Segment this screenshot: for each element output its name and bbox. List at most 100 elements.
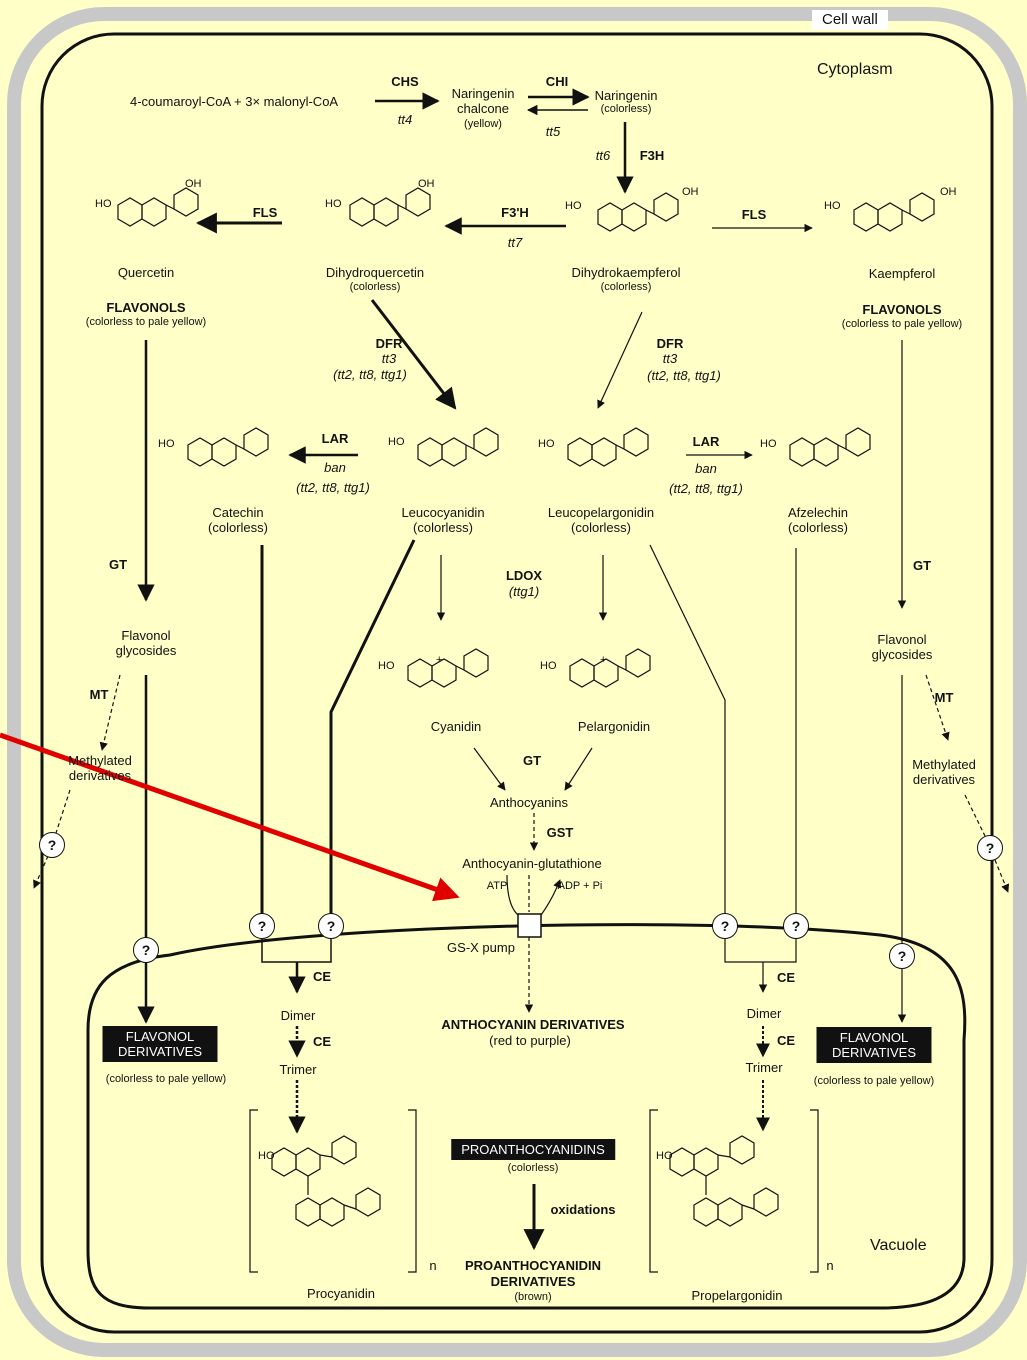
cell-wall [7, 7, 1027, 1357]
ldox-enzyme: LDOX [505, 568, 543, 583]
anthocyanin-derivatives-color: (red to purple) [489, 1033, 571, 1048]
catechin: Catechin [212, 505, 264, 520]
vacuole-label: Vacuole [870, 1237, 927, 1254]
polymer-n-right: n [826, 1258, 834, 1273]
proanthocyanidins: PROANTHOCYANIDINS [451, 1139, 615, 1160]
cell-wall-label: Cell wall [812, 10, 888, 30]
ban-right-gene: ban [695, 461, 717, 476]
oxidations: oxidations [550, 1202, 616, 1217]
dihydroquercetin-ho: HO [325, 198, 342, 210]
quercetin: Quercetin [117, 265, 175, 280]
mt-right-enzyme: MT [934, 690, 954, 705]
vacuole-membrane [86, 923, 967, 1310]
kaempferol: Kaempferol [868, 266, 936, 281]
dfr-right-enzyme: DFR [656, 336, 684, 351]
pa-derivatives-line1: PROANTHOCYANIDIN [464, 1258, 602, 1273]
pelargonidin-structure [569, 648, 651, 688]
leucopelargonidin-color: (colorless) [571, 520, 631, 535]
procyanidin-ho: HO [258, 1150, 275, 1162]
dihydrokaempferol-oh: OH [682, 186, 699, 198]
kaempferol-oh: OH [940, 186, 957, 198]
pelargonidin-ho: HO [540, 660, 557, 672]
cyanidin-ho: HO [378, 660, 395, 672]
flavonol-derivatives-left-color: (colorless to pale yellow) [105, 1073, 227, 1085]
methylated-derivatives-left: Methylated derivatives [68, 753, 132, 783]
chi-enzyme: CHI [545, 74, 569, 89]
propelargonidin-structure [669, 1135, 779, 1227]
leucocyanidin-ho: HO [388, 436, 405, 448]
leucopelargonidin: Leucopelargonidin [547, 505, 655, 520]
unknown-transporter: ? [889, 943, 915, 969]
flavonols-right: FLAVONOLS [862, 302, 942, 317]
quercetin-ho: HO [95, 198, 112, 210]
leucopelargonidin-ho: HO [538, 438, 555, 450]
ce-left-2: CE [312, 1034, 332, 1049]
tt7-gene: tt7 [507, 235, 523, 250]
pelargonidin: Pelargonidin [577, 719, 651, 734]
gsx-pump-box [517, 913, 542, 938]
flavonol-derivatives-right-color: (colorless to pale yellow) [813, 1075, 935, 1087]
afzelechin-color: (colorless) [788, 520, 848, 535]
fls-left-enzyme: FLS [252, 205, 278, 220]
afzelechin-structure [789, 427, 871, 467]
dihydroquercetin-color: (colorless) [349, 281, 401, 293]
substrates: 4-coumaroyl-CoA + 3× malonyl-CoA [130, 94, 339, 109]
quercetin-structure [117, 187, 199, 227]
gt-anthocyanin-enzyme: GT [522, 753, 542, 768]
dihydroquercetin-oh: OH [418, 178, 435, 190]
flavonol-derivatives-left: FLAVONOL DERIVATIVES [102, 1026, 218, 1062]
flavonols-left-color: (colorless to pale yellow) [85, 316, 207, 328]
unknown-transporter: ? [39, 832, 65, 858]
dihydrokaempferol-color: (colorless) [600, 281, 652, 293]
fls-right-enzyme: FLS [741, 207, 767, 222]
anthocyanin-glutathione: Anthocyanin-glutathione [462, 856, 602, 871]
ldox-ttg1: (ttg1) [508, 584, 540, 599]
annotation-arrow [0, 732, 460, 902]
dihydrokaempferol: Dihydrokaempferol [571, 265, 681, 280]
leucocyanidin-structure [417, 427, 499, 467]
f3h-enzyme: F3H [639, 148, 665, 163]
afzelechin: Afzelechin [788, 505, 848, 520]
dfr-left-regulators: (tt2, tt8, ttg1) [333, 367, 407, 382]
dihydroquercetin-structure [349, 187, 431, 227]
lar-left-enzyme: LAR [321, 431, 349, 446]
unknown-transporter: ? [133, 937, 159, 963]
leucocyanidin: Leucocyanidin [401, 505, 485, 520]
atp-label: ATP [486, 880, 508, 892]
flavonols-right-color: (colorless to pale yellow) [841, 318, 963, 330]
dfr-right-tt3: tt3 [662, 351, 678, 366]
unknown-transporter: ? [318, 913, 344, 939]
flavonol-glycosides-left: Flavonol glycosides [115, 628, 177, 658]
procyanidin: Procyanidin [307, 1286, 375, 1301]
methylated-derivatives-right: Methylated derivatives [912, 757, 976, 787]
dfr-left-enzyme: DFR [375, 336, 403, 351]
flavonol-glycosides-right: Flavonol glycosides [871, 632, 933, 662]
tt5-gene: tt5 [545, 124, 561, 139]
propelargonidin: Propelargonidin [691, 1288, 783, 1303]
unknown-transporter: ? [249, 913, 275, 939]
cytoplasm-label: Cytoplasm [817, 61, 893, 78]
pa-derivatives-color: (brown) [514, 1291, 552, 1303]
pa-derivatives-line2: DERIVATIVES [490, 1274, 576, 1289]
polymer-n-left: n [429, 1258, 437, 1273]
unknown-transporter: ? [783, 913, 809, 939]
procyanidin-structure [271, 1135, 381, 1227]
anthocyanins: Anthocyanins [489, 795, 569, 810]
dfr-left-tt3: tt3 [381, 351, 397, 366]
cytoplasm-boundary [40, 32, 994, 1334]
unknown-transporter: ? [977, 835, 1003, 861]
anthocyanin-derivatives: ANTHOCYANIN DERIVATIVES [441, 1017, 625, 1032]
propelargonidin-ho: HO [656, 1150, 673, 1162]
chs-enzyme: CHS [391, 74, 419, 89]
ce-right-2: CE [776, 1033, 796, 1048]
tt6-gene: tt6 [595, 148, 611, 163]
lar-right-enzyme: LAR [692, 434, 720, 449]
catechin-color: (colorless) [208, 520, 268, 535]
kaempferol-structure [853, 192, 935, 232]
kaempferol-ho: HO [824, 200, 841, 212]
afzelechin-ho: HO [760, 438, 777, 450]
naringenin-chalcone-color: (yellow) [464, 118, 502, 130]
quercetin-oh: OH [185, 178, 202, 190]
